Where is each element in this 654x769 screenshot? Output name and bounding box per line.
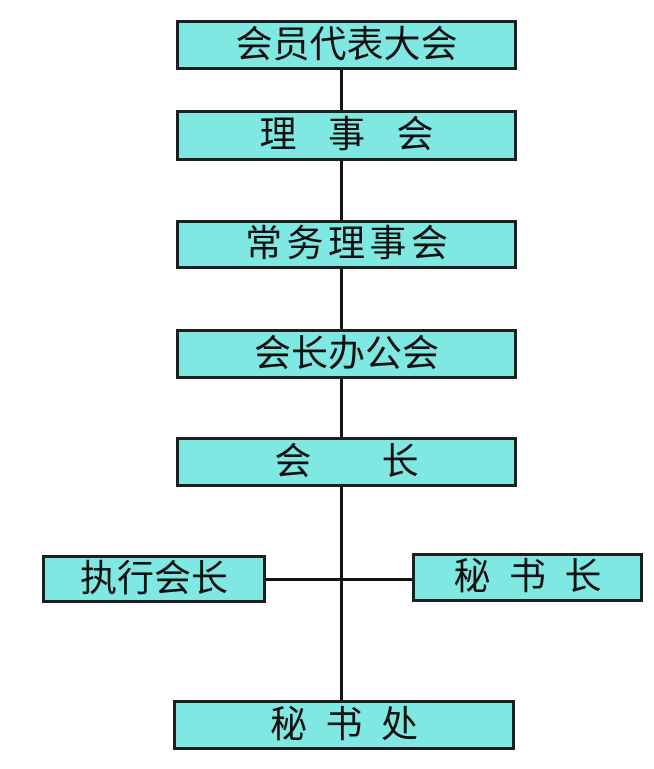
node-label: 会员代表大会	[235, 24, 458, 66]
node-label: 会长	[274, 441, 489, 483]
node-secretariat: 秘书处	[173, 700, 515, 750]
connector-president-secretariat	[340, 487, 343, 700]
connector-council-standing	[340, 161, 343, 220]
connector-branch-horizontal	[266, 578, 412, 581]
node-member-representative-assembly: 会员代表大会	[176, 20, 517, 70]
node-standing-council: 常务理事会	[176, 220, 517, 269]
node-label: 秘书长	[453, 557, 620, 598]
connector-standing-office	[340, 269, 343, 329]
node-president: 会长	[176, 437, 517, 487]
node-label: 会长办公会	[254, 333, 439, 375]
node-label: 理事会	[259, 115, 465, 156]
connector-assembly-council	[340, 70, 343, 110]
node-presidents-office-meeting: 会长办公会	[176, 329, 517, 379]
node-label: 秘书处	[270, 704, 437, 746]
connector-office-president	[340, 379, 343, 437]
node-label: 执行会长	[80, 558, 228, 600]
node-secretary-general: 秘书长	[412, 553, 643, 602]
node-executive-president: 执行会长	[42, 555, 266, 603]
node-council: 理事会	[176, 110, 517, 161]
node-label: 常务理事会	[245, 224, 453, 265]
